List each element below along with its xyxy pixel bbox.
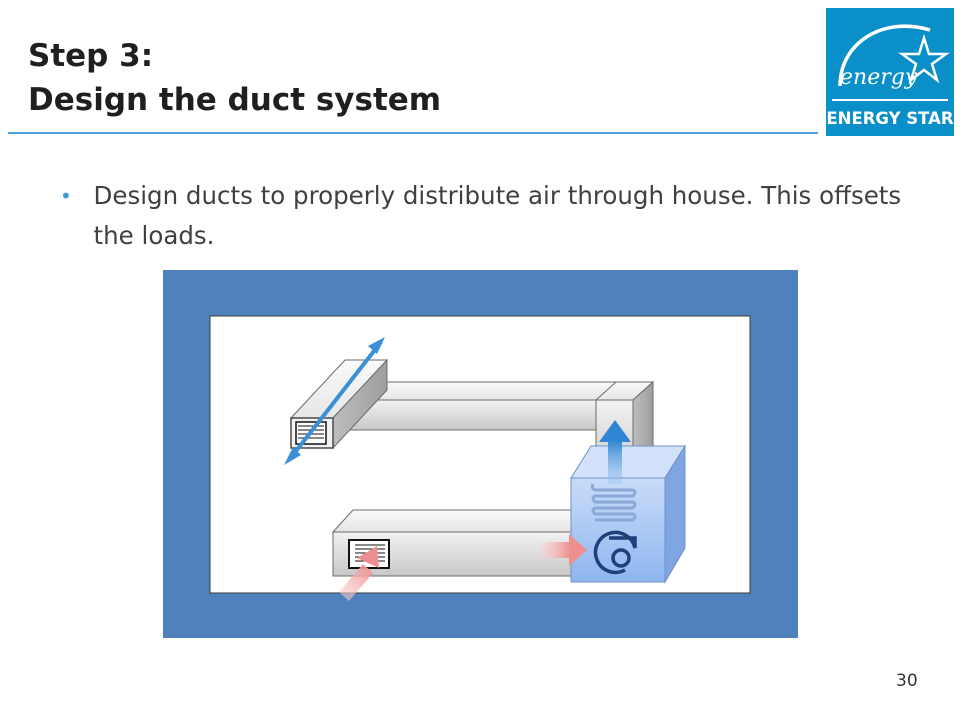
bullet-text: Design ducts to properly distribute air … [93, 181, 902, 250]
supply-airflow-arrow [284, 337, 385, 465]
slide-title: Step 3: Design the duct system [28, 34, 441, 122]
supply-duct-upper [341, 381, 655, 431]
energy-script-text: energy [840, 65, 918, 90]
blower-icon [593, 530, 637, 575]
title-line-2: Design the duct system [28, 82, 442, 118]
energy-star-label: ENERGY STAR [826, 109, 954, 128]
page-number: 30 [896, 671, 918, 691]
title-underline [8, 132, 818, 134]
title-line-1: Step 3: [28, 38, 154, 74]
bullet-item: • Design ducts to properly distribute ai… [60, 176, 920, 256]
bullet-marker: • [60, 184, 72, 208]
return-airflow-arrow-diagonal [339, 546, 379, 601]
energy-star-logo: energy ENERGY STAR [826, 8, 954, 136]
duct-system-diagram [163, 270, 798, 638]
return-duct [331, 509, 595, 577]
star-icon [898, 33, 950, 84]
supply-up-arrow [599, 420, 631, 484]
return-airflow-arrow-right [541, 534, 587, 566]
air-handler-unit [570, 444, 686, 584]
coil-icon [590, 483, 637, 522]
